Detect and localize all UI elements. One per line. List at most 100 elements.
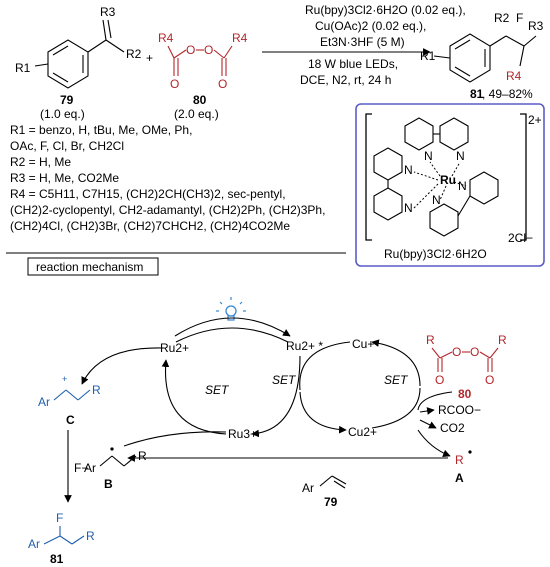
mech-peroxide-r-right: R xyxy=(498,333,507,347)
byproduct-arrow-1 xyxy=(419,407,435,415)
atom-n-1: N xyxy=(424,149,433,163)
atom-o-peroxy-1: O xyxy=(186,43,195,57)
mechanism-styrene-structure: Ar xyxy=(302,475,347,495)
ru-reduction-arrow xyxy=(161,359,227,435)
byproduct-co2: CO2 xyxy=(440,421,465,435)
atom-r3: R3 xyxy=(100,5,116,19)
radical-formation-arrow xyxy=(417,429,451,457)
mech-label-79: 79 xyxy=(324,495,338,509)
radical-b-structure: Ar R xyxy=(84,447,147,475)
excitation-arrow xyxy=(174,317,291,337)
cu-cycle-right-bottom xyxy=(371,387,421,429)
product-atom-f: F xyxy=(516,11,523,25)
set-label-3: SET xyxy=(384,373,409,387)
mechanism-product-structure: F Ar R xyxy=(28,511,95,551)
catalyst-box xyxy=(355,103,545,267)
atom-r1: R1 xyxy=(15,61,31,75)
atom-o-carbonyl-right: O xyxy=(218,77,227,91)
compound-81-yield: , 49–82% xyxy=(482,87,533,101)
substituent-r3: R3 = H, Me, CO2Me xyxy=(10,171,120,185)
fluoride-label: F− xyxy=(74,461,88,475)
reagent-line-5: DCE, N2, rt, 24 h xyxy=(300,73,391,87)
catalyst-counterion: 2Cl− xyxy=(508,231,533,245)
cu-cycle-right-top xyxy=(371,339,421,387)
substituent-r1: R1 = benzo, H, tBu, Me, OMe, Ph, xyxy=(10,123,193,137)
mech-peroxide-o2: O xyxy=(452,345,461,359)
byproduct-arrow-2 xyxy=(419,419,437,429)
mech-product-ar: Ar xyxy=(28,537,40,551)
product-81-structure: R1 R2 F R3 R4 xyxy=(420,11,544,83)
mech-styrene-ar: Ar xyxy=(302,481,314,495)
mech-peroxide-o3: O xyxy=(470,345,479,359)
substituent-r4-line1: R4 = C5H11, C7H15, (CH2)2CH(CH3)2, sec-p… xyxy=(10,187,286,201)
mechanism-header: reaction mechanism xyxy=(36,260,143,274)
substituent-r4-line2: (CH2)2-cyclopentyl, CH2-adamantyl, (CH2)… xyxy=(10,203,326,217)
b-to-ru-arrow xyxy=(123,431,227,447)
compound-80-equiv: (2.0 eq.) xyxy=(174,107,219,121)
substrate-79-structure: R3 R2 R1 xyxy=(15,5,142,89)
radical-a-r: R xyxy=(455,453,464,467)
mech-label-a: A xyxy=(455,471,464,485)
light-bulb-icon xyxy=(216,297,246,321)
atom-o-carbonyl-left: O xyxy=(170,77,179,91)
species-cu1: Cu+ xyxy=(352,337,374,351)
cu-cycle-left-top xyxy=(299,341,351,391)
cu-cycle-left-bottom xyxy=(299,391,347,434)
mech-label-c: C xyxy=(66,413,75,427)
reagent-line-2: Cu(OAc)2 (0.02 eq.), xyxy=(315,19,426,33)
mech-product-r: R xyxy=(86,529,95,543)
peroxide-80-structure: R4 O O O O R4 xyxy=(158,31,248,91)
relaxation-arc xyxy=(175,327,289,343)
substituent-r4-line3: (CH2)4Cl, (CH2)3Br, (CH2)7CHCH2, (CH2)4C… xyxy=(10,219,291,233)
compound-79-equiv: (1.0 eq.) xyxy=(40,107,85,121)
mech-label-80: 80 xyxy=(458,387,472,401)
plus-sign: + xyxy=(146,51,153,65)
substituent-r1-continued: OAc, F, Cl, Br, CH2Cl xyxy=(10,139,125,153)
atom-n-5: N xyxy=(458,179,467,193)
radical-b-ar: Ar xyxy=(84,461,96,475)
catalyst-name: Ru(bpy)3Cl2·6H2O xyxy=(384,247,487,261)
cation-c-ar: Ar xyxy=(38,395,50,409)
set-label-1: SET xyxy=(205,383,230,397)
ru-to-c-arrow xyxy=(81,347,165,385)
radical-b-r: R xyxy=(138,449,147,463)
mech-peroxide-o1: O xyxy=(435,373,444,387)
peroxide-entry-arrow xyxy=(417,391,453,411)
product-atom-r4: R4 xyxy=(506,69,522,83)
catalyst-metal: Ru xyxy=(440,173,456,187)
compound-79-label: 79 xyxy=(60,93,74,107)
compound-80-label: 80 xyxy=(193,93,207,107)
atom-o-peroxy-2: O xyxy=(204,43,213,57)
ru-oxidation-arrow xyxy=(251,355,301,438)
species-ru2: Ru2+ xyxy=(160,341,189,355)
species-ru3: Ru3+ xyxy=(228,427,257,441)
species-cu2: Cu2+ xyxy=(348,425,377,439)
catalyst-structure: 2+ 2Cl− Ru N N N N N N xyxy=(365,113,542,245)
reagent-line-4: 18 W blue LEDs, xyxy=(308,57,398,71)
mech-label-81: 81 xyxy=(50,552,64,566)
catalyst-charge: 2+ xyxy=(528,113,542,127)
cation-c-structure: Ar + R xyxy=(38,374,101,409)
atom-n-2: N xyxy=(456,149,465,163)
mech-product-f: F xyxy=(56,511,63,525)
mech-peroxide-o4: O xyxy=(485,373,494,387)
species-ru2-excited: Ru2+ * xyxy=(286,339,323,353)
mech-peroxide-r-left: R xyxy=(426,333,435,347)
product-atom-r1: R1 xyxy=(420,49,436,63)
radical-a-dot xyxy=(468,450,472,454)
atom-r4-left: R4 xyxy=(158,31,174,45)
atom-r2: R2 xyxy=(126,47,142,61)
compound-81-label: 81 xyxy=(470,87,484,101)
atom-r4-right: R4 xyxy=(232,31,248,45)
product-atom-r3: R3 xyxy=(528,19,544,33)
mechanism-peroxide-structure: R O O O O R xyxy=(426,333,507,387)
product-atom-r2: R2 xyxy=(494,11,510,25)
atom-n-4: N xyxy=(404,201,413,215)
byproduct-rcoo: RCOO− xyxy=(438,403,481,417)
atom-n-3: N xyxy=(404,163,413,177)
substituent-r2: R2 = H, Me xyxy=(10,155,72,169)
mechanism-header-box xyxy=(27,257,159,276)
reagent-line-3: Et3N·3HF (5 M) xyxy=(320,35,405,49)
atom-n-6: N xyxy=(432,193,441,207)
